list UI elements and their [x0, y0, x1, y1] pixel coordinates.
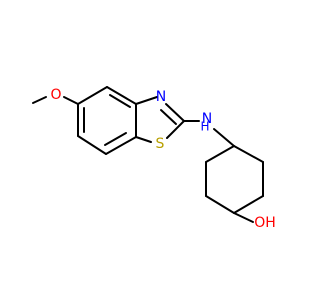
bond-aromatic-inner-2 — [104, 132, 127, 146]
bond-cyclohexane-hydroxyl — [233, 212, 254, 223]
hydroxyl-label: OH — [254, 215, 276, 231]
bond-aromatic-6 — [77, 86, 108, 105]
amine-nitrogen-label: N — [202, 111, 212, 127]
bond-cyclohexane-3 — [233, 195, 264, 214]
bond-ring-carbon-nitrogen — [135, 96, 158, 105]
bond-layer — [32, 86, 264, 223]
bond-imine-outer — [165, 103, 185, 122]
bond-imine-inner — [160, 109, 177, 125]
methoxy-oxygen-label: O — [50, 87, 61, 103]
bond-cyclohexane-6 — [205, 145, 235, 163]
bond-cyclohexane-1 — [233, 145, 264, 163]
bond-aromatic-3 — [105, 136, 137, 155]
ring-nitrogen-label: N — [156, 89, 166, 105]
bond-aromatic-5 — [106, 86, 137, 105]
bond-aromatic-2 — [77, 135, 107, 155]
bond-amine-cyclohexane — [213, 128, 235, 147]
amine-hydrogen-label: H — [200, 120, 209, 134]
molecule-diagram: O N S N H OH — [32, 86, 276, 231]
bond-aromatic-inner-3 — [109, 94, 131, 108]
atom-label-layer: O N S N H OH — [50, 87, 275, 231]
ring-sulfur-label: S — [156, 136, 165, 152]
bond-methyl-oxygen — [32, 96, 47, 104]
chemical-structure-canvas: O N S N H OH — [32, 86, 276, 231]
bond-c2-sulfur — [166, 120, 185, 139]
bond-oxygen-aromatic — [63, 96, 79, 105]
bond-cyclohexane-4 — [205, 195, 235, 214]
bond-sulfur-aromatic — [135, 136, 152, 143]
